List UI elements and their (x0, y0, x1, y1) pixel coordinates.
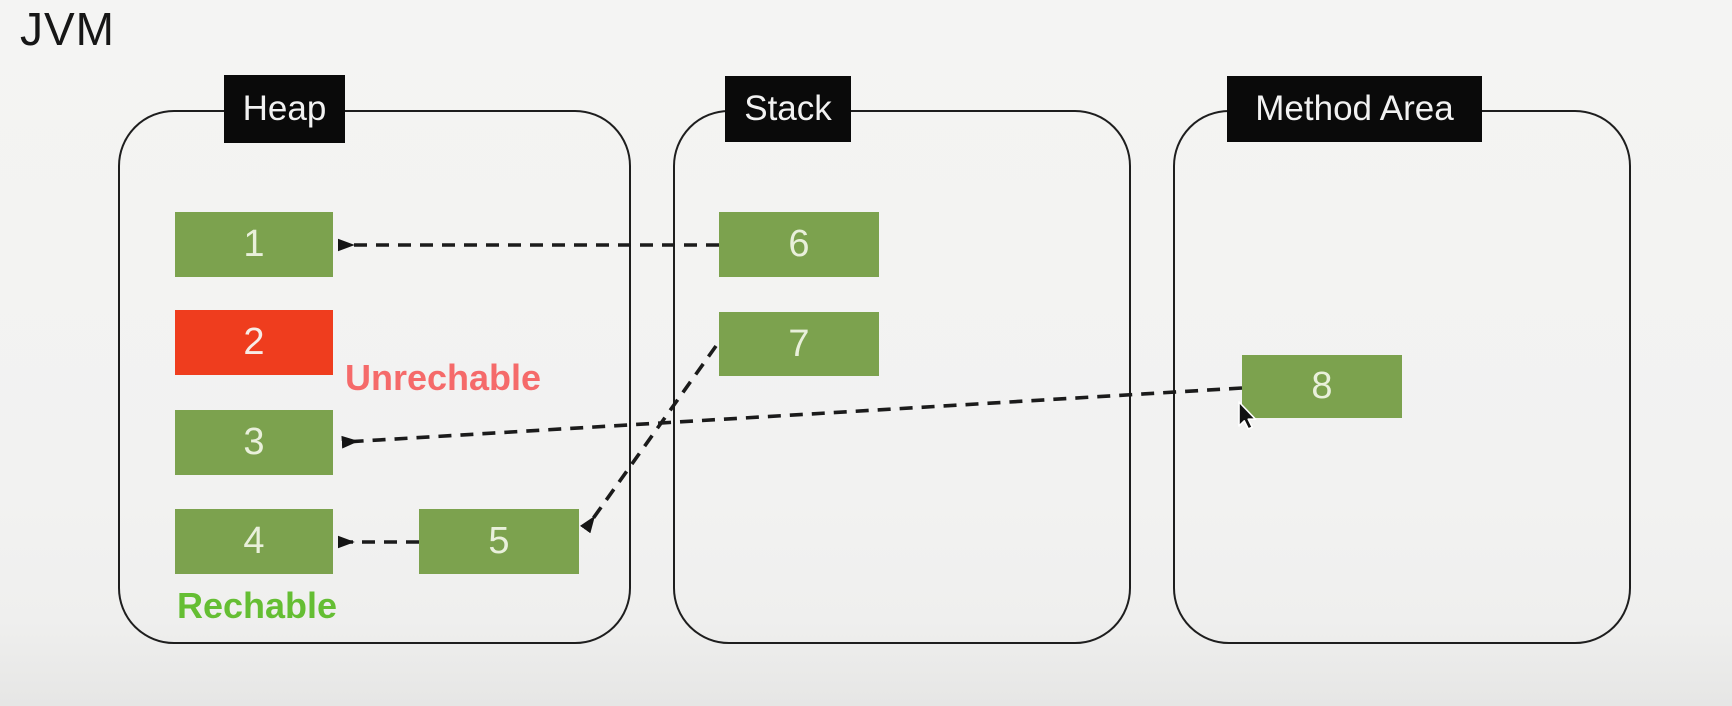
stack-object-6: 6 (719, 212, 879, 277)
heap-object-1: 1 (175, 212, 333, 277)
stack-region: Stack (673, 76, 1131, 644)
diagram-title: JVM (20, 3, 115, 55)
heap-object-3: 3 (175, 410, 333, 475)
heap-object-2: 2 (175, 310, 333, 375)
method-area-region: Method Area (1173, 76, 1631, 644)
stack-region-label: Stack (725, 76, 851, 142)
stack-object-7: 7 (719, 312, 879, 376)
method-area-region-label: Method Area (1227, 76, 1482, 142)
heap-region: Heap (118, 75, 631, 644)
unreachable-annotation: Unrechable (345, 357, 542, 398)
heap-object-5: 5 (419, 509, 579, 574)
reachable-annotation: Rechable (177, 585, 338, 626)
heap-region-label: Heap (224, 75, 345, 143)
heap-object-4: 4 (175, 509, 333, 574)
method-area-object-8: 8 (1242, 355, 1402, 418)
